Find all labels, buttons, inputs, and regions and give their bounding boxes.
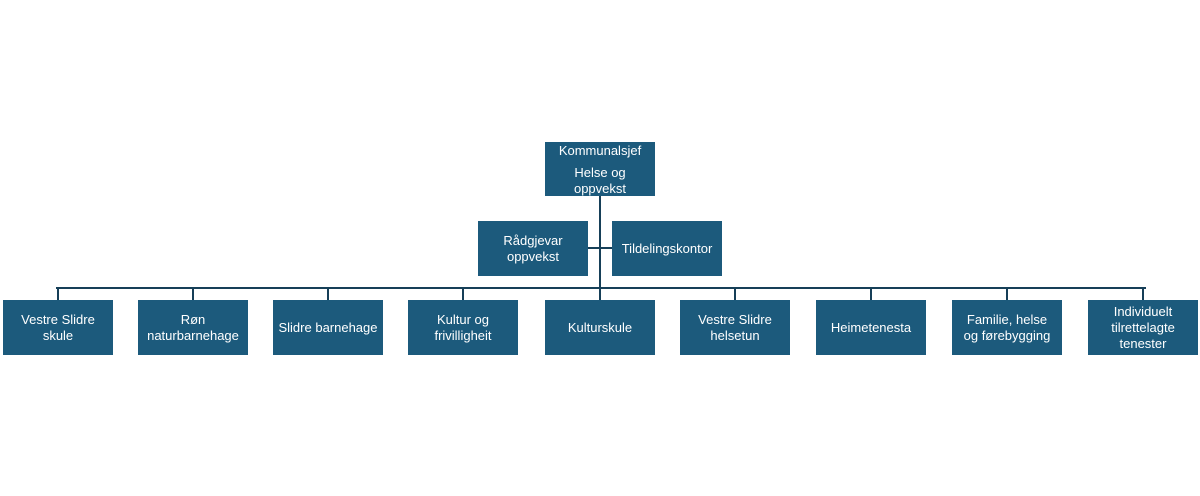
org-box-unit[interactable]: Kultur og frivilligheit [408,300,518,355]
connector-line [1006,287,1008,300]
connector-line [56,287,1146,289]
connector-line [734,287,736,300]
box-label: Tildelingskontor [621,240,713,256]
connector-line [327,287,329,300]
connector-line [192,287,194,300]
box-subtitle: Helse og oppvekst [573,165,627,196]
org-box-unit[interactable]: Vestre Slidre skule [3,300,113,355]
box-label: Slidre barnehage [278,319,378,335]
connector-line [599,287,601,300]
connector-line [870,287,872,300]
box-label: Heimetenesta [830,319,912,335]
box-label: Kultur og frivilligheit [434,311,492,343]
connector-line [1142,287,1144,300]
org-box-unit[interactable]: Individuelt tilrettelagte tenester [1088,300,1198,355]
box-title: Kommunalsjef [558,143,642,158]
org-box-unit[interactable]: Kulturskule [545,300,655,355]
box-label: Familie, helse og førebygging [963,311,1051,343]
org-box-unit[interactable]: Røn naturbarnehage [138,300,248,355]
org-box-assistant[interactable]: Tildelingskontor [612,221,722,276]
box-label: Røn naturbarnehage [147,311,239,343]
box-label: Vestre Slidre helsetun [698,311,772,343]
box-label: Individuelt tilrettelagte tenester [1111,303,1175,351]
connector-line [57,287,59,300]
org-box-unit[interactable]: Familie, helse og førebygging [952,300,1062,355]
connector-line [462,287,464,300]
org-box-unit[interactable]: Slidre barnehage [273,300,383,355]
org-box-unit[interactable]: Heimetenesta [816,300,926,355]
box-label: Vestre Slidre skule [21,311,95,343]
org-box-kommunalsjef[interactable]: Kommunalsjef Helse og oppvekst [545,142,655,196]
connector-line [599,196,601,294]
box-label: Kulturskule [567,319,633,335]
box-label: Rådgjevar oppvekst [503,232,563,264]
org-box-assistant[interactable]: Rådgjevar oppvekst [478,221,588,276]
connector-line [588,247,612,249]
org-box-unit[interactable]: Vestre Slidre helsetun [680,300,790,355]
